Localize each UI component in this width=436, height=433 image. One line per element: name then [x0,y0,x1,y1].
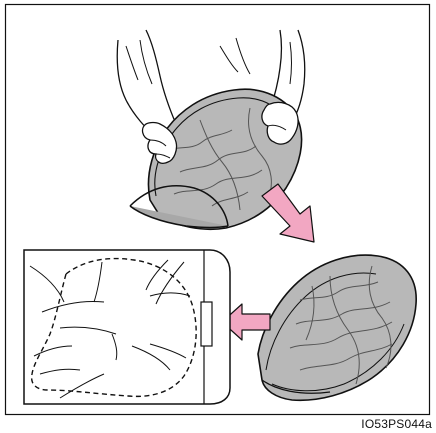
figure-id-label: IO53PS044a [361,417,432,431]
folded-sunshade-teardrop-illustration [258,255,416,400]
pink-arrow-down-right-icon [262,184,314,242]
sunshade-in-storage-bag-illustration [24,250,230,404]
